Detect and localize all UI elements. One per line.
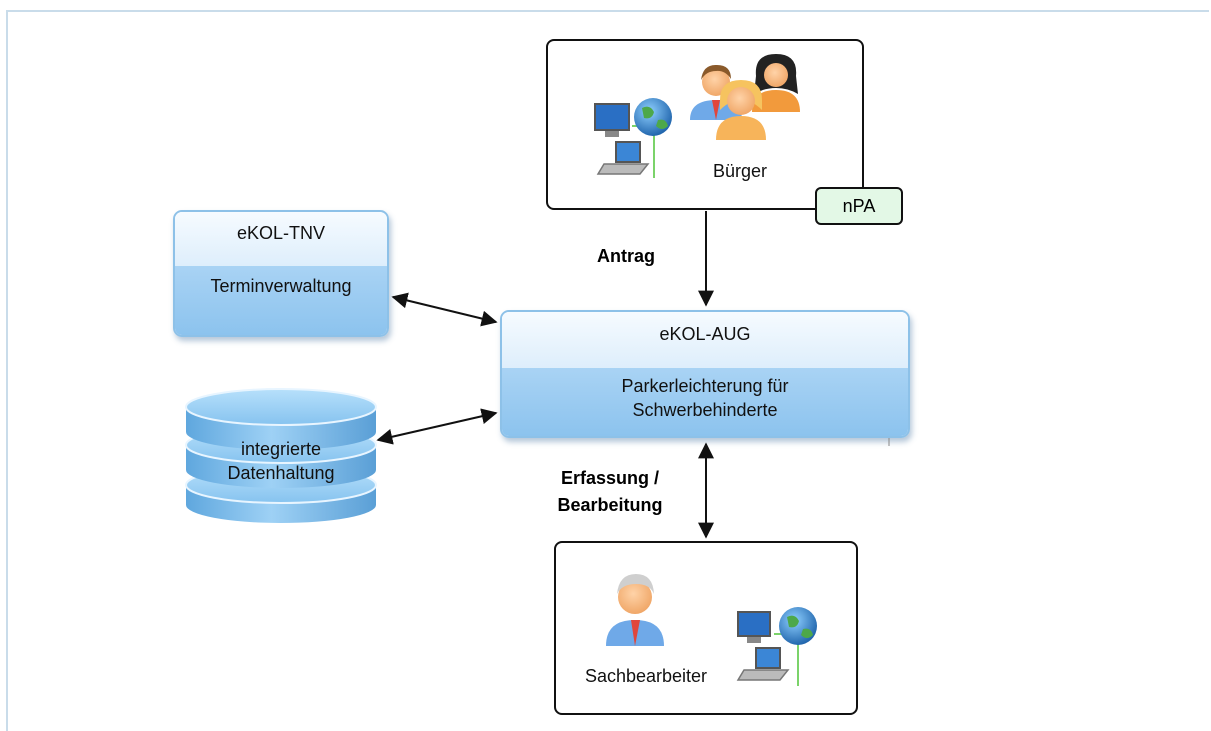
tnv-subtitle: Terminverwaltung [210, 276, 352, 296]
erfassung-label-line1: Erfassung / [560, 468, 660, 488]
people-group-icon [690, 54, 800, 140]
aug-subtitle-line1: Parkerleichterung für [621, 376, 789, 396]
database-icon [185, 388, 377, 523]
datenhaltung-line2: Datenhaltung [227, 463, 335, 483]
tnv-system-box [173, 210, 389, 337]
datenhaltung-line1: integrierte [240, 439, 322, 459]
erfassung-label-line2: Bearbeitung [557, 495, 663, 515]
diagram-frame [6, 10, 1209, 731]
computer-network-icon [594, 98, 672, 178]
sachbearbeiter-label: Sachbearbeiter [584, 666, 708, 686]
clerk-icon [606, 574, 664, 646]
computer-network-icon [736, 607, 817, 686]
npa-badge: nPA [815, 187, 903, 225]
datenhaltung-aug-arrow [376, 408, 498, 445]
aug-title: eKOL-AUG [659, 324, 751, 344]
tnv-title: eKOL-TNV [236, 223, 326, 243]
tnv-aug-arrow [391, 292, 498, 327]
buerger-label: Bürger [712, 161, 768, 181]
antrag-label: Antrag [597, 246, 655, 266]
aug-subtitle-line2: Schwerbehinderte [632, 400, 778, 420]
aug-system-box [500, 310, 910, 438]
